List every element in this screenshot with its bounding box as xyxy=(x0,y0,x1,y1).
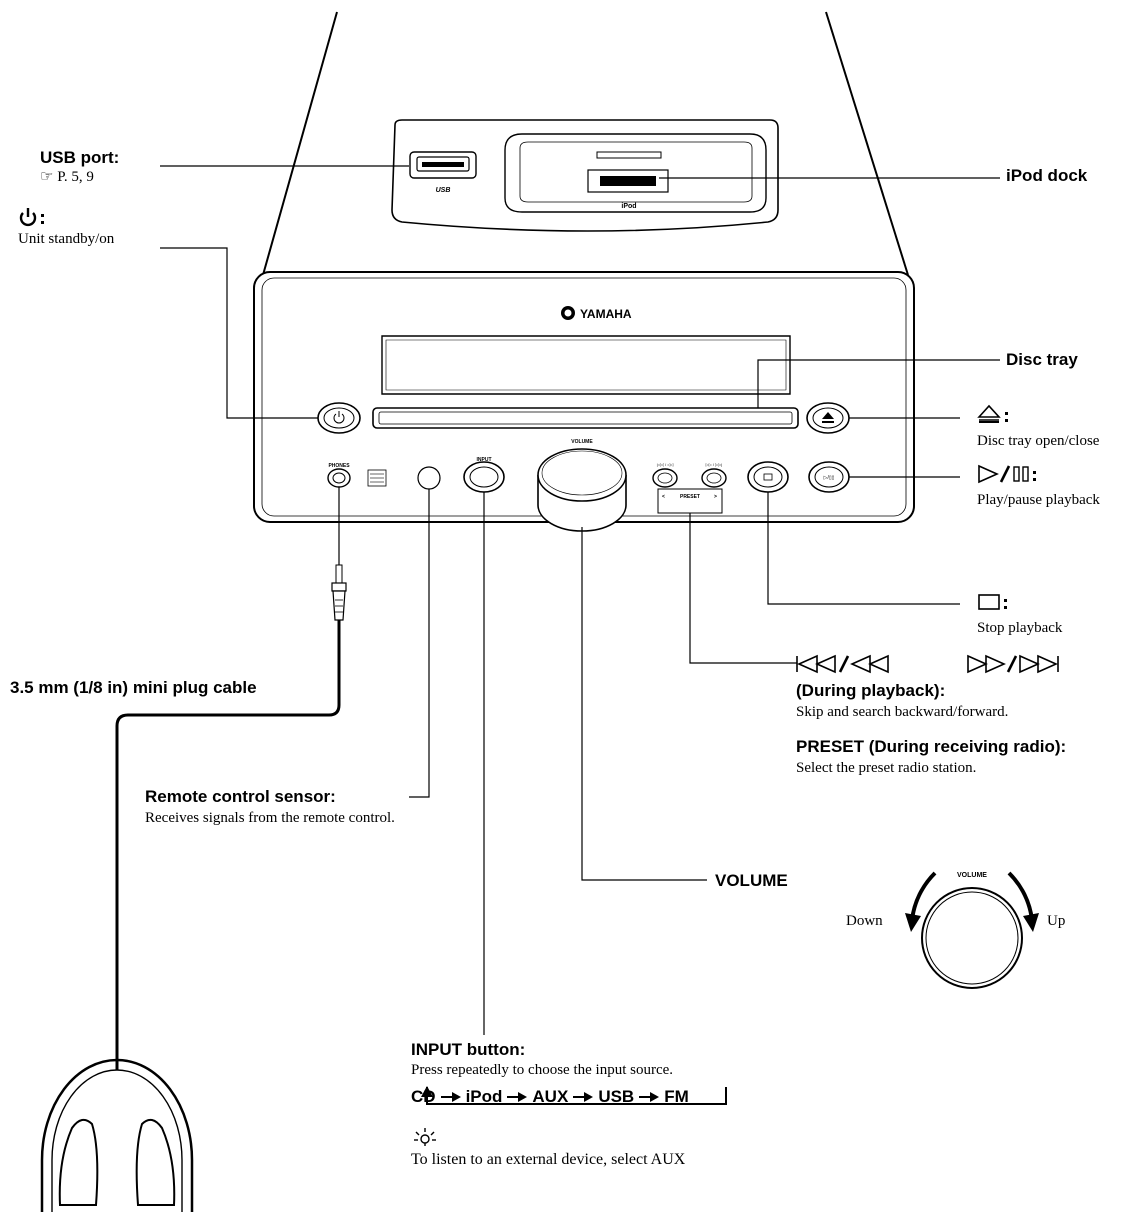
skip-forward-button[interactable] xyxy=(701,468,727,488)
usb-port[interactable]: USB xyxy=(409,151,477,194)
phones-label: PHONES xyxy=(328,463,350,469)
stop-icon xyxy=(978,594,1007,610)
input-button[interactable]: INPUT xyxy=(463,457,505,493)
input-cycle-ipod: iPod xyxy=(465,1087,503,1106)
standby-desc: Unit standby/on xyxy=(18,231,115,247)
skip-buttons[interactable]: |◁◁ / ◁◁ ▷▷ / ▷▷| PRESET < > xyxy=(652,462,727,514)
cable-title: 3.5 mm (1/8 in) mini plug cable xyxy=(10,678,257,697)
usb-port-title: USB port: xyxy=(40,148,120,167)
disc-tray[interactable] xyxy=(372,407,799,429)
aux-note: To listen to an external device, select … xyxy=(411,1151,686,1168)
volume-inset-label: VOLUME xyxy=(957,872,987,879)
stop-button[interactable] xyxy=(747,461,789,493)
cabinet-right-edge xyxy=(825,11,909,276)
play-pause-button[interactable]: ▷/▯▯ xyxy=(808,461,850,493)
dock-panel: USB iPod xyxy=(391,119,779,232)
arrow-icon xyxy=(639,1092,660,1102)
phones-jack[interactable]: PHONES xyxy=(327,463,351,488)
remote-sensor-desc: Receives signals from the remote control… xyxy=(145,810,395,826)
input-cycle-fm: FM xyxy=(664,1087,689,1106)
input-cycle-arrows xyxy=(421,1086,727,1105)
skip-callout xyxy=(796,653,1101,680)
eject-desc: Disc tray open/close xyxy=(977,433,1100,449)
ipod-dock-label: iPod xyxy=(621,203,636,210)
eject-callout xyxy=(977,404,1027,431)
svg-text:▷/▯▯: ▷/▯▯ xyxy=(824,475,835,481)
preset-left-label: < xyxy=(662,494,665,500)
input-cycle-cd: CD xyxy=(411,1087,436,1106)
volume-inset: VOLUME xyxy=(905,871,1039,989)
headphone-cable xyxy=(115,487,347,1070)
input-button-title: INPUT button: xyxy=(411,1040,526,1059)
disc-tray-title: Disc tray xyxy=(1006,350,1078,369)
cabinet-left-edge xyxy=(262,11,338,276)
input-label: INPUT xyxy=(477,457,492,463)
main-unit: YAMAHA PHONES xyxy=(253,271,915,532)
power-icon xyxy=(333,411,345,424)
input-button-desc: Press repeatedly to choose the input sou… xyxy=(411,1062,674,1078)
preset-label: PRESET xyxy=(680,494,700,500)
display-window xyxy=(381,335,791,395)
skip-title: (During playback): xyxy=(796,681,946,700)
input-cycle: CD iPod AUX USB FM xyxy=(411,1087,689,1107)
preset-desc: Select the preset radio station. xyxy=(796,760,977,776)
volume-knob-label: VOLUME xyxy=(571,439,593,445)
brand-name: YAMAHA xyxy=(580,307,632,321)
arrow-icon xyxy=(440,1092,461,1102)
ipod-dock[interactable]: iPod xyxy=(504,133,767,213)
volume-up-label: Up xyxy=(1047,913,1066,929)
ipod-dock-title: iPod dock xyxy=(1006,166,1088,185)
usb-port-ref: ☞ P. 5, 9 xyxy=(40,169,94,185)
svg-text:▷▷ / ▷▷|: ▷▷ / ▷▷| xyxy=(706,462,723,467)
eject-button[interactable] xyxy=(806,402,850,434)
remote-sensor-title: Remote control sensor: xyxy=(145,787,336,806)
play-pause-desc: Play/pause playback xyxy=(977,492,1100,508)
skip-back-button[interactable] xyxy=(652,468,678,488)
preset-right-label: > xyxy=(714,494,717,500)
arrow-icon xyxy=(507,1092,528,1102)
stop-callout xyxy=(977,591,1027,618)
stop-desc: Stop playback xyxy=(977,620,1063,636)
cd-logo xyxy=(367,469,387,487)
power-button[interactable] xyxy=(317,402,361,434)
svg-text:|◁◁ / ◁◁: |◁◁ / ◁◁ xyxy=(657,462,675,467)
skip-desc: Skip and search backward/forward. xyxy=(796,704,1009,720)
volume-knob[interactable]: VOLUME xyxy=(537,439,627,532)
volume-title: VOLUME xyxy=(715,871,788,890)
leader-lines xyxy=(160,165,1000,1035)
volume-down-label: Down xyxy=(846,913,883,929)
power-icon xyxy=(19,208,44,227)
skip-search-icon xyxy=(796,654,1059,674)
arrow-icon xyxy=(573,1092,594,1102)
play-pause-callout xyxy=(977,463,1057,490)
preset-title: PRESET (During receiving radio): xyxy=(796,737,1067,756)
play-pause-icon xyxy=(978,464,1036,484)
headphones-icon xyxy=(40,1058,194,1212)
input-cycle-usb: USB xyxy=(598,1087,635,1106)
hint-icon xyxy=(413,1127,439,1152)
input-cycle-aux: AUX xyxy=(532,1087,569,1106)
eject-icon xyxy=(822,412,834,423)
yamaha-logo: YAMAHA xyxy=(561,306,632,321)
remote-sensor xyxy=(417,466,441,490)
eject-icon xyxy=(977,404,1008,423)
standby-callout xyxy=(18,206,58,233)
usb-port-label: USB xyxy=(436,187,451,194)
